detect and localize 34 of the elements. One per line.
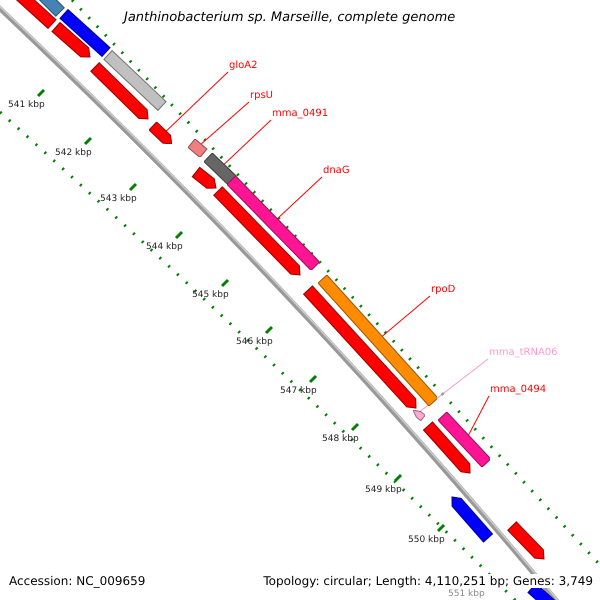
- gene-label: mma_tRNA06: [489, 347, 558, 359]
- scale-label: 550 kbp: [408, 535, 445, 546]
- gene-label: mma_0491: [272, 108, 328, 120]
- scale-label: 541 kbp: [8, 100, 45, 111]
- gene-label: gloA2: [229, 60, 258, 72]
- scale-label: 547 kbp: [280, 386, 317, 397]
- gene-segment: [149, 122, 172, 144]
- scale-label: 549 kbp: [365, 485, 402, 496]
- scale-label: 542 kbp: [55, 148, 92, 159]
- scale-label: 546 kbp: [236, 337, 273, 348]
- accession-text: Accession: NC_009659: [9, 574, 146, 588]
- leader-line: [468, 396, 490, 436]
- leader-line: [276, 176, 322, 220]
- scale-label: 544 kbp: [146, 242, 183, 253]
- gene-label: mma_0494: [490, 384, 546, 396]
- gene-segment: [204, 152, 236, 184]
- gene-segment: [188, 138, 208, 158]
- gene-segment: [413, 410, 426, 421]
- gene-label: rpoD: [431, 284, 456, 296]
- scale-label: 551 kbp: [448, 589, 485, 600]
- gene-segment: [226, 176, 320, 270]
- title: Janthinobacterium sp. Marseille, complete genome: [124, 10, 456, 25]
- scale-label: 543 kbp: [100, 194, 137, 205]
- leader-line: [201, 102, 250, 144]
- genome-info-text: Topology: circular; Length: 4,110,251 bp; Genes: 3,749: [263, 574, 593, 588]
- leader-line: [382, 296, 430, 337]
- leader-line: [420, 358, 488, 412]
- scale-label: 545 kbp: [192, 290, 229, 301]
- gene-label: dnaG: [323, 165, 350, 177]
- gene-label: rpsU: [250, 90, 273, 102]
- scale-label: 548 kbp: [322, 434, 359, 445]
- leader-line: [224, 120, 272, 165]
- leader-line: [166, 72, 228, 132]
- gene-segment: [438, 412, 490, 468]
